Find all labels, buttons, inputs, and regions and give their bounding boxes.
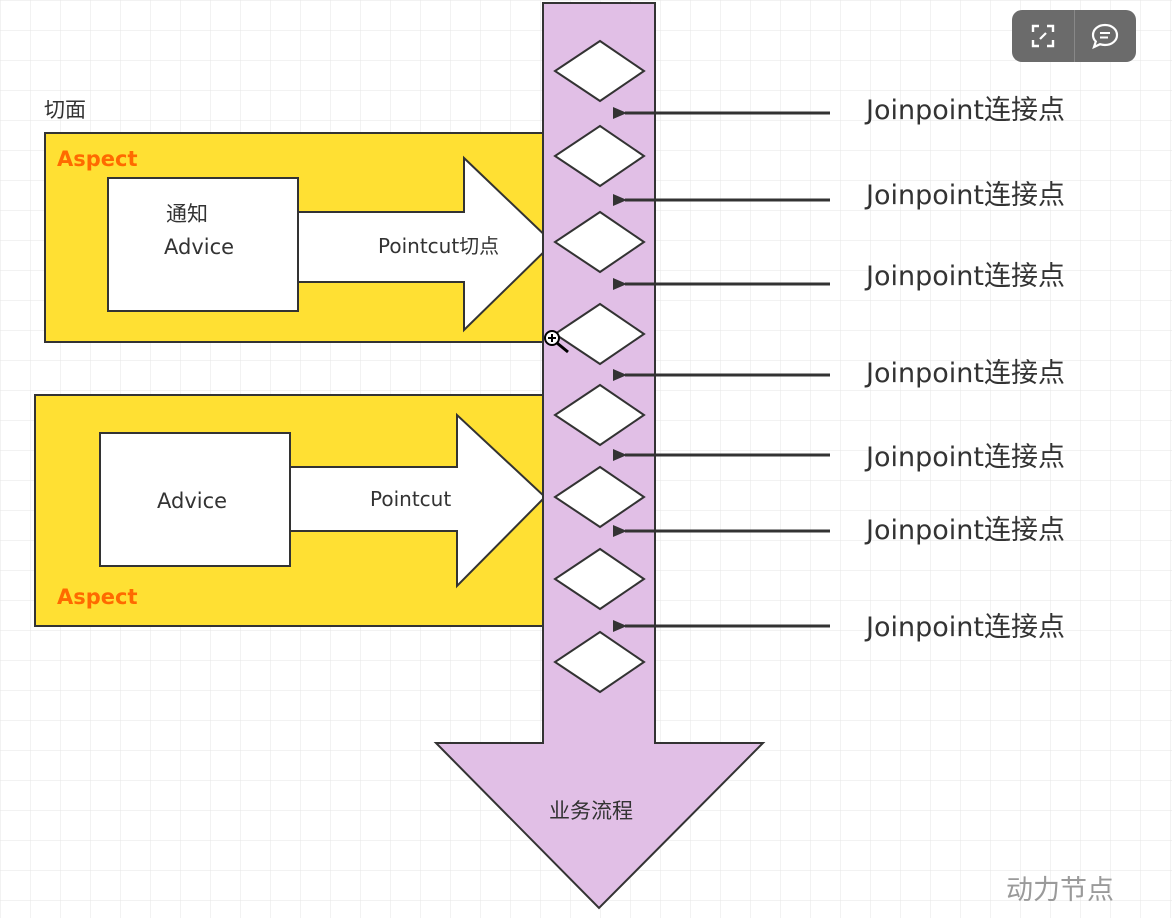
joinpoint-label: Joinpoint连接点 [864, 612, 1065, 643]
aspect-label-1: Aspect [57, 147, 138, 171]
pointcut-label-2: Pointcut [370, 487, 451, 511]
joinpoint-label: Joinpoint连接点 [864, 358, 1065, 389]
business-flow-label: 业务流程 [549, 799, 633, 823]
fullscreen-button[interactable] [1012, 10, 1074, 62]
pointcut-arrow-2 [289, 412, 547, 589]
joinpoint-diamond[interactable] [553, 383, 646, 447]
joinpoint-diamonds [553, 39, 646, 694]
joinpoint-labels: Joinpoint连接点 Joinpoint连接点 Joinpoint连接点 J… [864, 95, 1065, 643]
aspect-box-2[interactable]: Aspect Advice Pointcut [34, 394, 547, 627]
business-flow-arrow [433, 2, 766, 910]
aspect-group-label: 切面 [44, 98, 86, 122]
advice-box-2[interactable] [99, 432, 291, 567]
joinpoint-diamond[interactable] [553, 630, 646, 694]
joinpoint-diamond[interactable] [553, 39, 646, 103]
advice-label-1a: 通知 [166, 202, 208, 226]
joinpoint-label: Joinpoint连接点 [864, 95, 1065, 126]
watermark: 动力节点 [1006, 875, 1114, 906]
expand-icon [1031, 24, 1054, 48]
joinpoint-label: Joinpoint连接点 [864, 515, 1065, 546]
joinpoint-diamond[interactable] [553, 302, 646, 366]
joinpoint-arrows [613, 107, 830, 632]
joinpoint-diamond[interactable] [553, 547, 646, 611]
joinpoint-diamond[interactable] [553, 465, 646, 529]
joinpoint-label: Joinpoint连接点 [864, 261, 1065, 292]
advice-box-1[interactable] [107, 177, 299, 312]
joinpoint-diamond[interactable] [553, 210, 646, 274]
comment-icon [1092, 23, 1119, 50]
pointcut-label-1: Pointcut切点 [378, 234, 499, 258]
joinpoint-label: Joinpoint连接点 [864, 442, 1065, 473]
pointcut-arrow-1 [297, 155, 555, 333]
advice-label-1b: Advice [164, 235, 234, 259]
aspect-box-1[interactable]: Aspect 通知 Advice Pointcut切点 [44, 132, 555, 343]
zoom-cursor-icon [544, 330, 569, 354]
advice-label-2: Advice [157, 489, 227, 513]
joinpoint-label: Joinpoint连接点 [864, 180, 1065, 211]
comment-button[interactable] [1073, 10, 1137, 62]
aspect-label-2: Aspect [57, 585, 138, 609]
joinpoint-diamond[interactable] [553, 124, 646, 188]
floating-toolbar [1012, 10, 1136, 62]
